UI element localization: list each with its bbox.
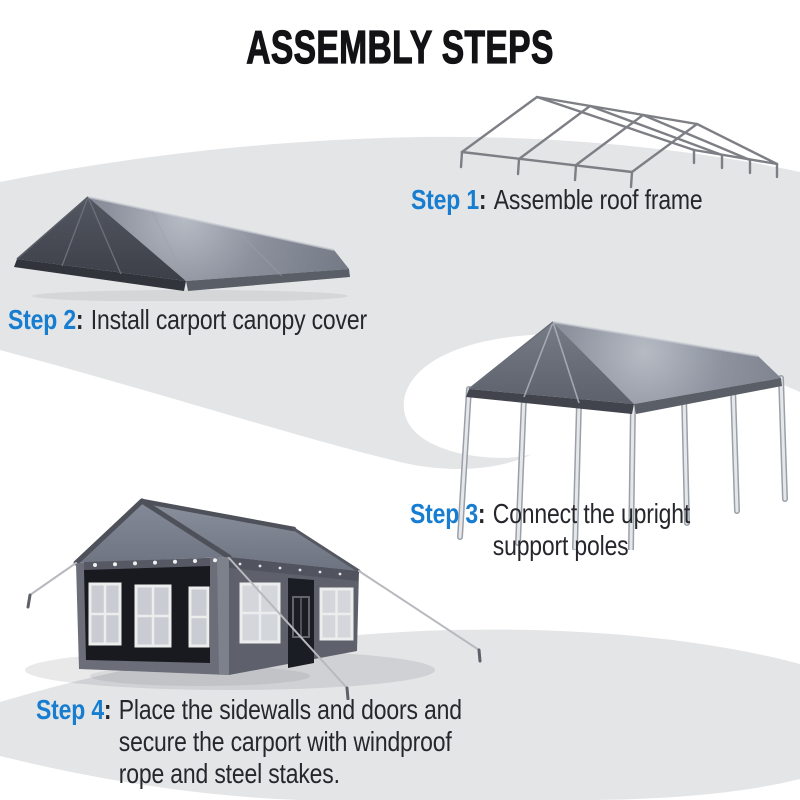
canopy-on-poles [466,321,782,414]
canopy-cover-illustration [8,183,360,302]
roof-frame-tubes [459,95,779,189]
step-2-separator: : [75,304,84,335]
page-title: ASSEMBLY STEPS [246,20,554,73]
step-4-separator: : [103,694,112,725]
carport-roof [73,498,361,573]
step-4-caption: Step 4:Place the sidewalls and doors and… [36,694,462,790]
front-eave-tie-dots [93,558,217,567]
step-3-label: Step 3 [410,498,478,529]
carport-side-wall [229,557,359,675]
front-window [134,584,172,648]
side-window [319,587,354,641]
step-2-text: Install carport canopy cover [90,304,367,335]
upright-poles [457,375,788,552]
step-4-label: Step 4 [36,694,104,725]
step-1-caption: Step 1:Assemble roof frame [411,184,703,216]
step-1-text: Assemble roof frame [493,184,703,215]
front-window [88,582,122,646]
roof-frame-illustration [450,88,790,189]
front-roll-strip [84,558,210,570]
step-2-label: Step 2 [8,304,76,335]
swirl-top-ribbon [0,136,800,469]
step-1-label: Step 1 [411,184,479,215]
step-3-caption: Step 3:Connect the upright support poles [410,498,690,562]
step-4-text: Place the sidewalls and doors and secure… [118,694,462,789]
step-3-separator: : [477,498,486,529]
windproof-ropes [26,557,482,701]
canopy-with-poles-illustration [444,310,796,552]
step-3-text: Connect the upright support poles [492,498,691,561]
complete-carport-illustration [14,476,496,701]
carport-front-wall [76,557,229,675]
canopy-cover-shape [14,196,350,291]
steel-stakes [26,593,482,701]
canopy-shadow [32,290,348,302]
step-2-caption: Step 2:Install carport canopy cover [8,304,367,336]
step-1-separator: : [478,184,487,215]
front-window-partial [188,586,210,648]
side-tie-dots [238,562,342,576]
